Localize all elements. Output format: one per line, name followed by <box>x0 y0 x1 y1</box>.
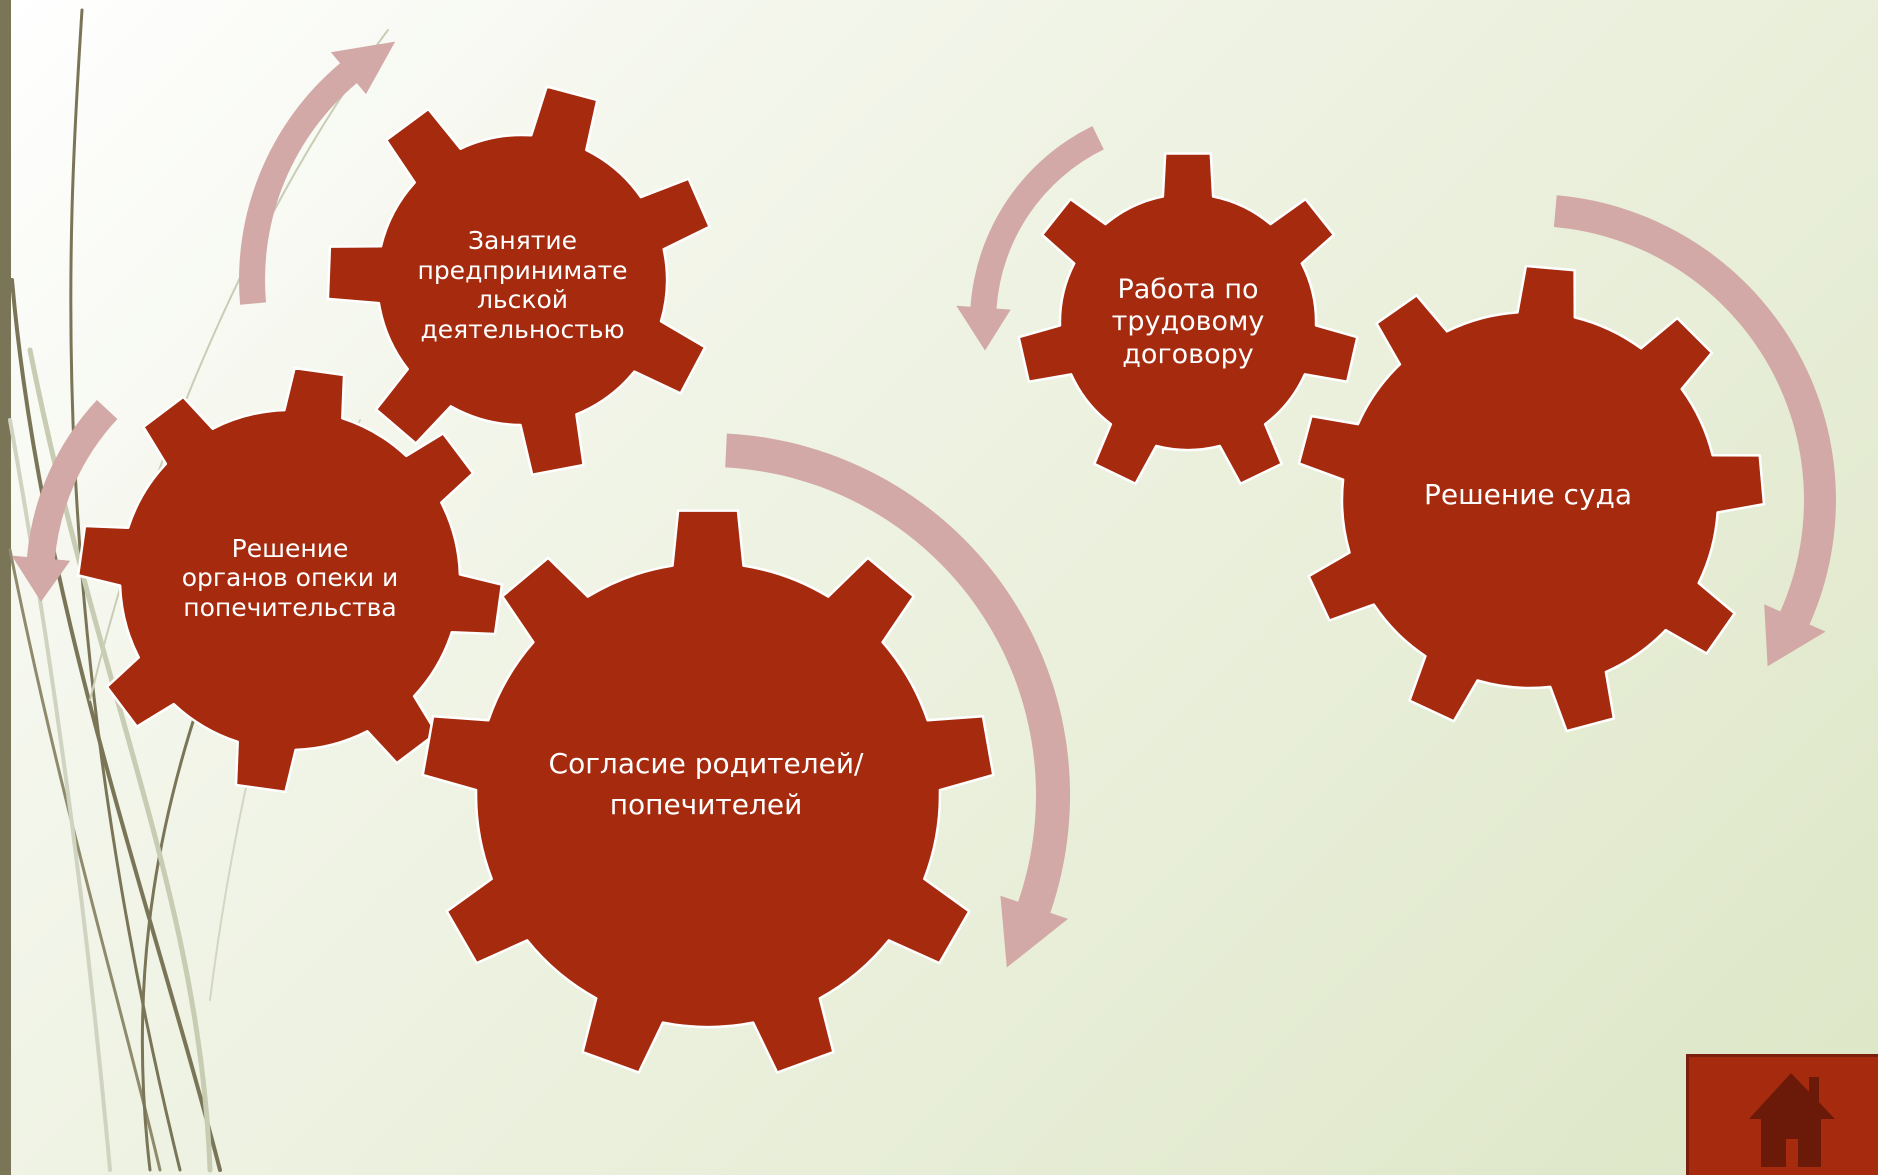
arrow-court <box>1553 195 1836 667</box>
grass-blade <box>89 29 389 701</box>
arrow-parents <box>725 433 1071 968</box>
gear-guardianship <box>76 366 504 794</box>
gear-entrepreneurship <box>326 85 711 476</box>
home-icon <box>1749 1073 1835 1167</box>
slide-side-bar <box>0 0 11 1175</box>
grass-blade <box>8 548 162 1172</box>
home-icon-chimney <box>1809 1077 1819 1105</box>
arrow-labor <box>956 126 1104 351</box>
arrow-guardianship <box>11 400 118 602</box>
gear-label-labor: Работа по трудовому договору <box>1111 273 1265 370</box>
gear-label-entrepreneurship: Занятие предпринимате льской деятельност… <box>417 226 628 344</box>
grass-blade <box>10 278 222 1172</box>
gear-court <box>1297 264 1766 733</box>
arrow-entrepreneurship <box>239 41 396 305</box>
gear-labor <box>1017 152 1359 485</box>
gear-label-parents: Согласие родителей/ попечителей <box>548 747 864 821</box>
home-button[interactable] <box>1686 1054 1878 1175</box>
home-icon-door <box>1786 1139 1798 1167</box>
grass-blade <box>140 698 202 1172</box>
gear-parents <box>421 509 995 1074</box>
gear-label-court: Решение суда <box>1423 478 1633 512</box>
gear-label-guardianship: Решение органов опеки и попечительства <box>181 533 399 622</box>
home-icon-roof <box>1749 1073 1835 1119</box>
